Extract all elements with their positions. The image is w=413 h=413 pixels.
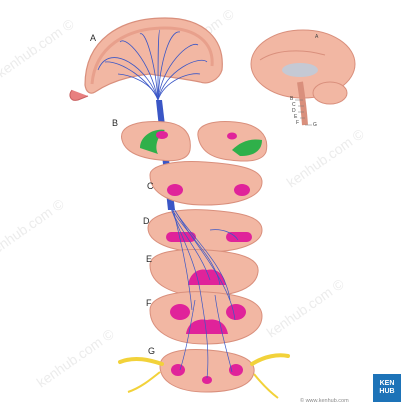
inset-label-b: B [290, 96, 294, 102]
label-b: B [112, 118, 119, 128]
label-d: D [143, 216, 150, 226]
section-d-medulla [147, 209, 263, 253]
inset-label-a: A [315, 34, 319, 40]
inset-label-c: C [292, 102, 296, 108]
logo-line-2: HUB [379, 388, 395, 395]
cerebral-cortex-section [69, 17, 223, 101]
kenhub-logo[interactable]: KEN HUB [373, 374, 401, 402]
label-g: G [148, 346, 156, 356]
label-e: E [146, 254, 153, 264]
logo-line-1: KEN [379, 380, 395, 387]
section-e-spinal-cord [149, 249, 259, 297]
label-a: A [90, 33, 97, 43]
section-c-pons [149, 161, 263, 206]
inset-label-f: F [296, 120, 300, 126]
section-b-midbrain [121, 121, 268, 162]
section-f-spinal-cord [149, 291, 263, 345]
inset-label-g: G [313, 122, 317, 128]
corticospinal-fibers [97, 29, 208, 101]
label-c: C [147, 181, 154, 191]
inset-label-e: E [294, 114, 298, 120]
label-f: F [146, 298, 152, 308]
copyright-credit: © www.kenhub.com [300, 398, 349, 404]
section-g-spinal-cord [118, 349, 290, 399]
inset-brain [250, 29, 356, 126]
tract-fibers-lower [169, 204, 239, 379]
inset-label-d: D [292, 108, 296, 114]
